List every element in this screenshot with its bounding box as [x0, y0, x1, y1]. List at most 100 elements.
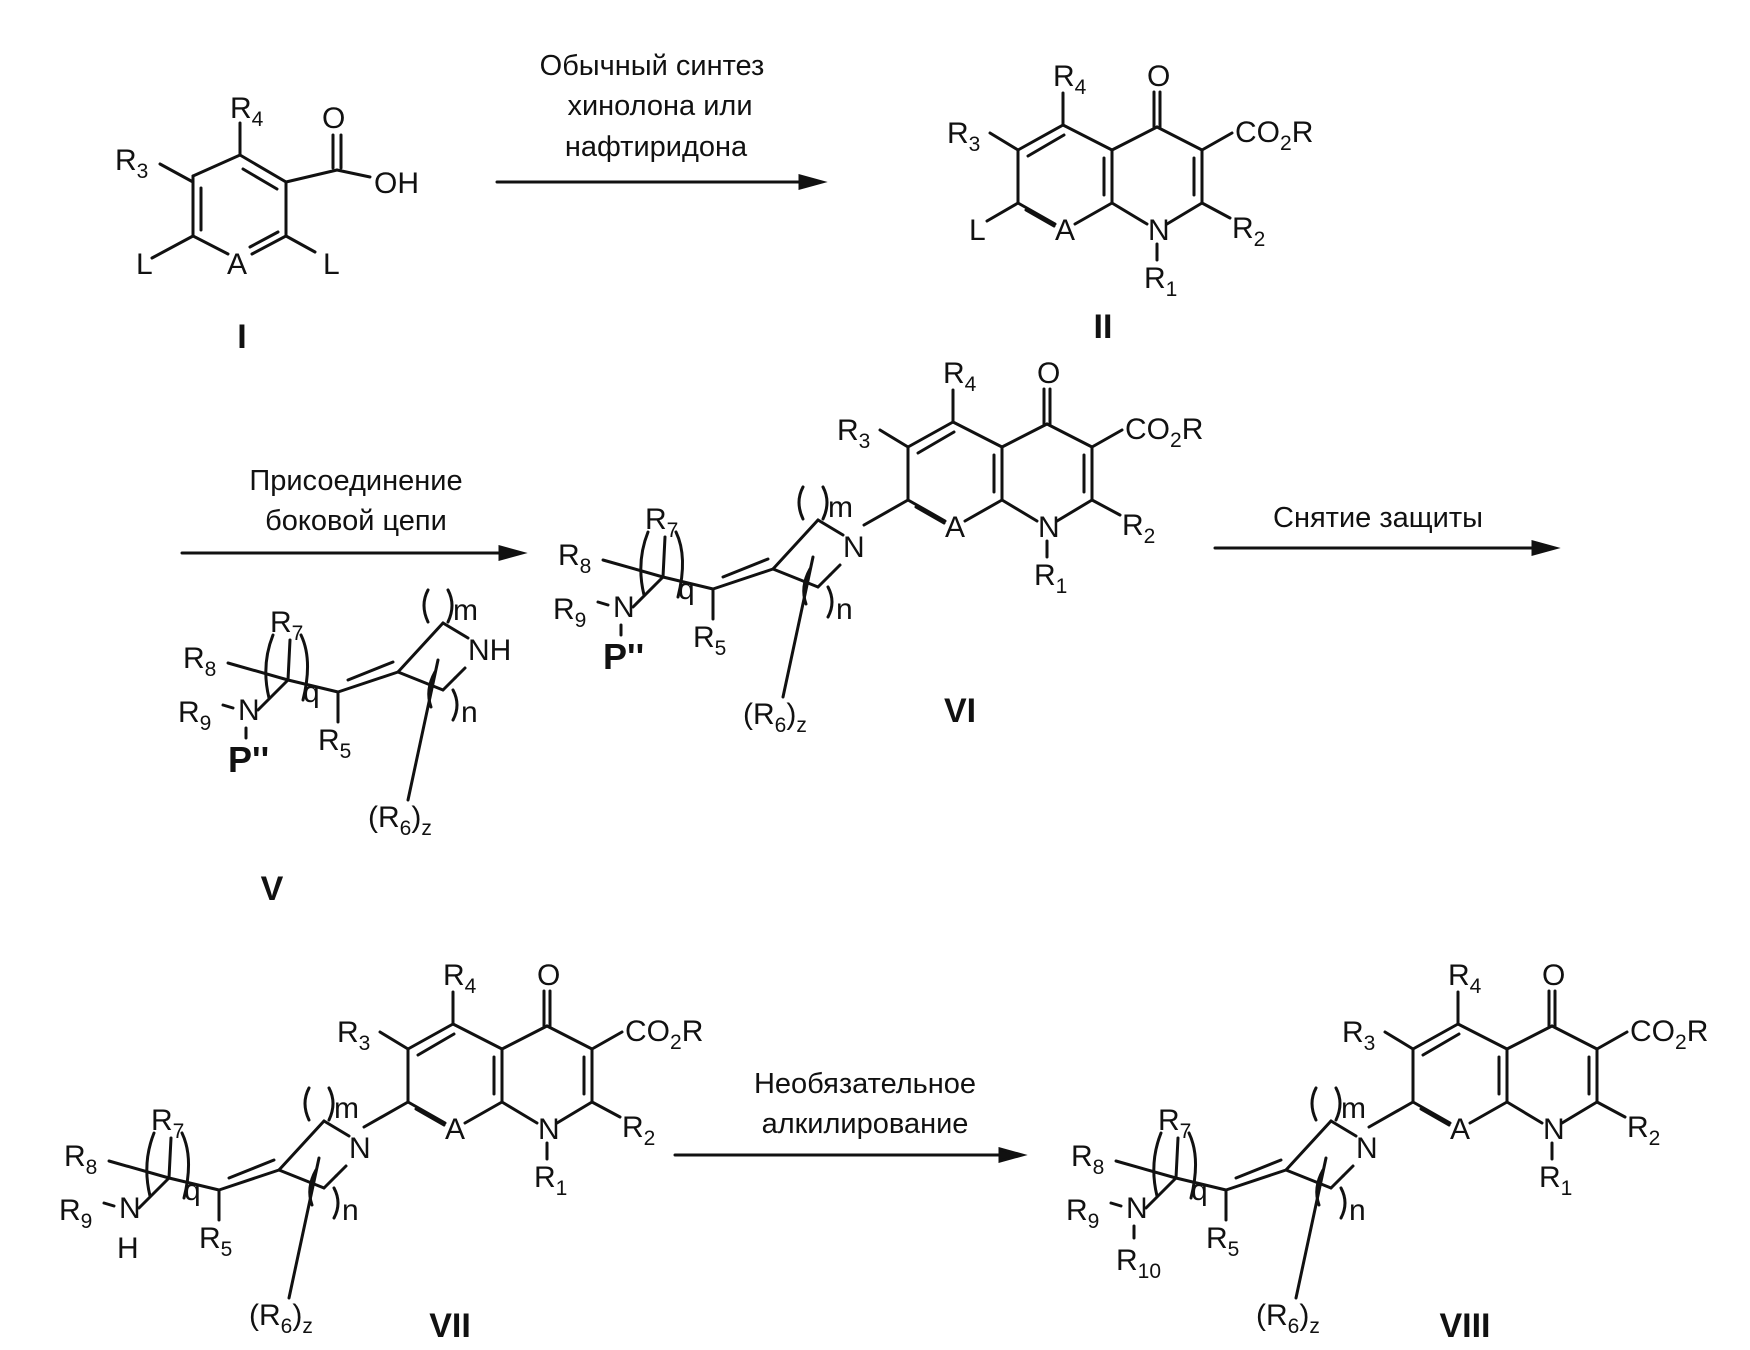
- bond: [408, 1024, 453, 1049]
- bond: [465, 1102, 502, 1123]
- exocyclic-bond: [713, 569, 773, 589]
- bond: [1157, 127, 1202, 150]
- bond: [1413, 1102, 1450, 1123]
- paren-m-open: [305, 1088, 309, 1120]
- atom-n-ring: N: [1356, 1132, 1378, 1165]
- label-co2r: CO2R: [1125, 413, 1203, 452]
- bond: [1047, 424, 1092, 447]
- bond-r7: [663, 537, 665, 577]
- bond: [1458, 1024, 1507, 1049]
- double-bond: [416, 1109, 444, 1125]
- label-l: L: [969, 214, 986, 247]
- ring-bonds-left: [193, 176, 228, 254]
- bond-l: [286, 236, 315, 252]
- double-bond: [1423, 1034, 1459, 1055]
- arrow-3-label-line-1: Снятие защиты: [1273, 502, 1483, 534]
- bond: [965, 500, 1002, 521]
- label-r6z: (R6)z: [743, 698, 807, 737]
- index-q: q: [1191, 1174, 1208, 1207]
- bond: [1112, 203, 1147, 224]
- compound-VII: OCO2RR2NR1AR4R3: [337, 959, 703, 1200]
- bond: [1562, 1102, 1597, 1123]
- bond: [408, 1102, 445, 1123]
- arrow-2-label-line-1: Присоединение: [249, 465, 462, 497]
- label-r7: R7: [645, 503, 678, 542]
- bond-oh: [337, 170, 370, 177]
- paren-q-open: [1154, 1133, 1161, 1196]
- bond: [502, 1026, 547, 1049]
- label-r6z: (R6)z: [1256, 1299, 1320, 1338]
- arrow-4-label-line-1: Необязательное: [754, 1068, 976, 1100]
- double-bond: [918, 432, 954, 453]
- side-chain-VII: mn(R6)zR5R8R7qNR9HN: [59, 1088, 371, 1338]
- label-r3: R3: [115, 144, 148, 183]
- bond-r2: [1202, 203, 1230, 218]
- bond: [908, 422, 953, 447]
- paren-q-open: [147, 1133, 154, 1196]
- ring-bond: [324, 1176, 336, 1188]
- arrow-2-head: [500, 547, 522, 559]
- label-r2: R2: [622, 1111, 655, 1150]
- label-r6z: (R6)z: [368, 801, 432, 840]
- bond-l: [987, 203, 1018, 221]
- bond: [1552, 1026, 1597, 1049]
- bond-r3: [380, 1032, 408, 1049]
- bond: [1002, 424, 1047, 447]
- atom-oh: OH: [374, 167, 419, 200]
- label-r5: R5: [318, 724, 351, 763]
- arrow-1-label-line-3: нафтиридона: [565, 131, 748, 163]
- bond-r3: [990, 133, 1018, 150]
- label-r3: R3: [1342, 1016, 1375, 1055]
- index-q: q: [184, 1174, 201, 1207]
- paren-n-close: [828, 587, 832, 617]
- label-r4: R4: [1053, 60, 1087, 99]
- label-r4: R4: [943, 357, 977, 396]
- paren-m-open: [799, 487, 803, 519]
- bond-cooh: [286, 170, 337, 182]
- bond: [1507, 1102, 1542, 1123]
- bond: [953, 422, 1002, 447]
- paren-q-open: [266, 635, 273, 698]
- label-r5: R5: [199, 1222, 232, 1261]
- label-co2r: CO2R: [1630, 1015, 1708, 1054]
- bond: [1167, 203, 1202, 224]
- arrow-1: Обычный синтез хинолона или нафтиридона: [497, 50, 822, 188]
- label-r4: R4: [443, 959, 477, 998]
- label-r2: R2: [1122, 509, 1155, 548]
- compound-id-V: V: [261, 870, 284, 908]
- label-r5: R5: [693, 621, 726, 660]
- atom-nh: NH: [468, 634, 511, 667]
- bond-r3: [880, 430, 908, 447]
- bond-r3: [160, 164, 193, 182]
- atom-n-amine: N: [238, 694, 260, 727]
- side-chain-VI: mn(R6)zR5R8R7qNR9P''N: [553, 487, 865, 737]
- label-r9: R9: [1066, 1194, 1099, 1233]
- bond: [1112, 127, 1157, 150]
- ring-bond: [455, 668, 465, 678]
- bond-n: [633, 577, 663, 607]
- bond: [1063, 125, 1112, 150]
- bond-r9: [104, 1203, 114, 1206]
- ring-bonds: [193, 155, 286, 254]
- compound-id-II: II: [1094, 308, 1113, 346]
- label-r6z: (R6)z: [249, 1299, 313, 1338]
- compound-id-VI: VI: [944, 692, 976, 730]
- exocyclic-bond: [1226, 1170, 1286, 1190]
- ring-bond: [443, 678, 455, 690]
- ring-bond: [1331, 1176, 1343, 1188]
- label-r8: R8: [64, 1140, 97, 1179]
- index-n: n: [836, 593, 853, 626]
- label-r8: R8: [183, 642, 216, 681]
- compound-V: mn(R6)zR5R8R7qNR9P''NH: [178, 590, 511, 840]
- atom-a: A: [445, 1113, 465, 1146]
- bond: [1075, 203, 1112, 224]
- index-m: m: [334, 1092, 359, 1125]
- atom-a: A: [945, 511, 965, 544]
- label-l: L: [323, 248, 340, 281]
- label-r4: R4: [230, 92, 264, 131]
- arrow-1-head: [800, 176, 822, 188]
- bond-r8: [109, 1161, 169, 1178]
- label-r3: R3: [947, 117, 980, 156]
- bond-r7: [1176, 1138, 1178, 1178]
- bond: [1470, 1102, 1507, 1123]
